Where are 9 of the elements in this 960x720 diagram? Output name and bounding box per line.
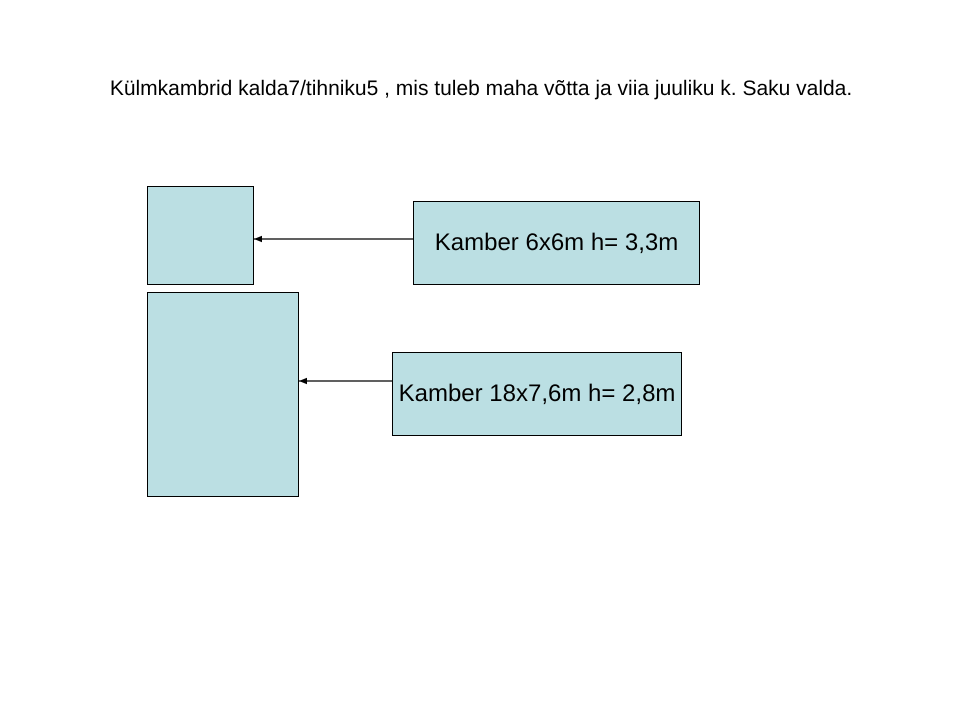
empty-box [147, 292, 299, 497]
arrow [254, 236, 413, 242]
chamber-label: Kamber 18x7,6m h= 2,8m [398, 380, 676, 408]
chamber-box [413, 201, 700, 285]
chamber-box [392, 352, 682, 436]
arrow [299, 378, 392, 384]
empty-box [147, 186, 254, 285]
chamber-label: Kamber 6x6m h= 3,3m [434, 229, 678, 257]
title: Külmkambrid kalda7/tihniku5 , mis tuleb maha võtta ja viia juuliku k. Saku valda. [108, 77, 854, 101]
